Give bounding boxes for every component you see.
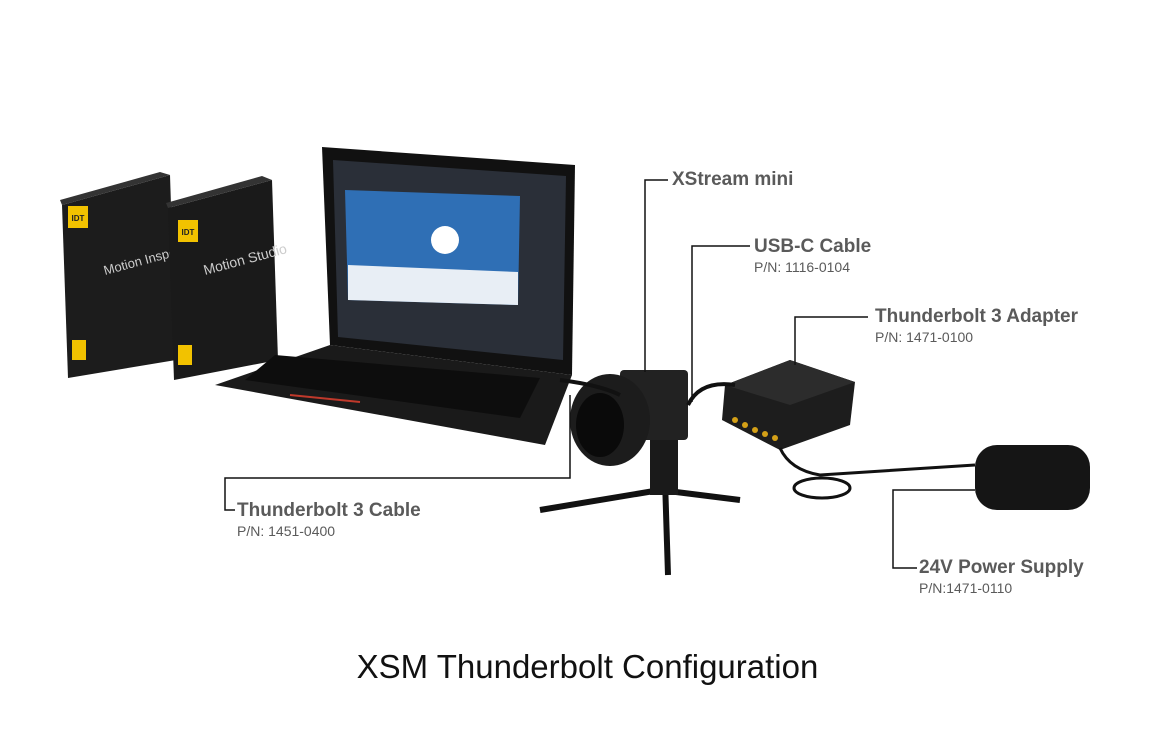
usb-c-cable-drawing [686,382,736,406]
component-name: USB-C Cable [754,236,872,257]
part-number: P/N: 1451-0400 [237,523,336,539]
label-24v-power-supply: 24V Power Supply P/N:1471-0110 [919,557,1084,597]
brand-text: IDT [72,214,85,223]
brand-text: IDT [182,228,195,237]
component-name: Thunderbolt 3 Cable [237,500,421,521]
diagram-title: XSM Thunderbolt Configuration [356,648,819,685]
laptop [215,147,575,445]
component-name: Thunderbolt 3 Adapter [875,306,1079,327]
part-number: P/N: 1116-0104 [754,259,850,275]
label-thunderbolt-3-cable: Thunderbolt 3 Cable P/N: 1451-0400 [237,500,421,540]
leader-lines [224,179,975,569]
label-usb-c-cable: USB-C Cable P/N: 1116-0104 [754,236,871,276]
part-number: P/N:1471-0110 [919,580,1013,596]
part-number: P/N: 1471-0100 [875,329,974,345]
label-thunderbolt-3-adapter: Thunderbolt 3 Adapter P/N: 1471-0100 [875,306,1078,346]
idt-logo [68,206,88,228]
thunderbolt-3-adapter [722,360,855,450]
label-xstream-mini: XStream mini [672,169,793,191]
xstream-mini-camera [539,370,741,576]
software-box-motion-studio: IDT Motion Studio [166,176,289,380]
idt-logo [178,220,198,242]
component-name: 24V Power Supply [919,557,1084,578]
thunderbolt-cable-drawing [559,378,621,397]
power-supply [778,445,1090,510]
component-name: XStream mini [672,169,794,190]
